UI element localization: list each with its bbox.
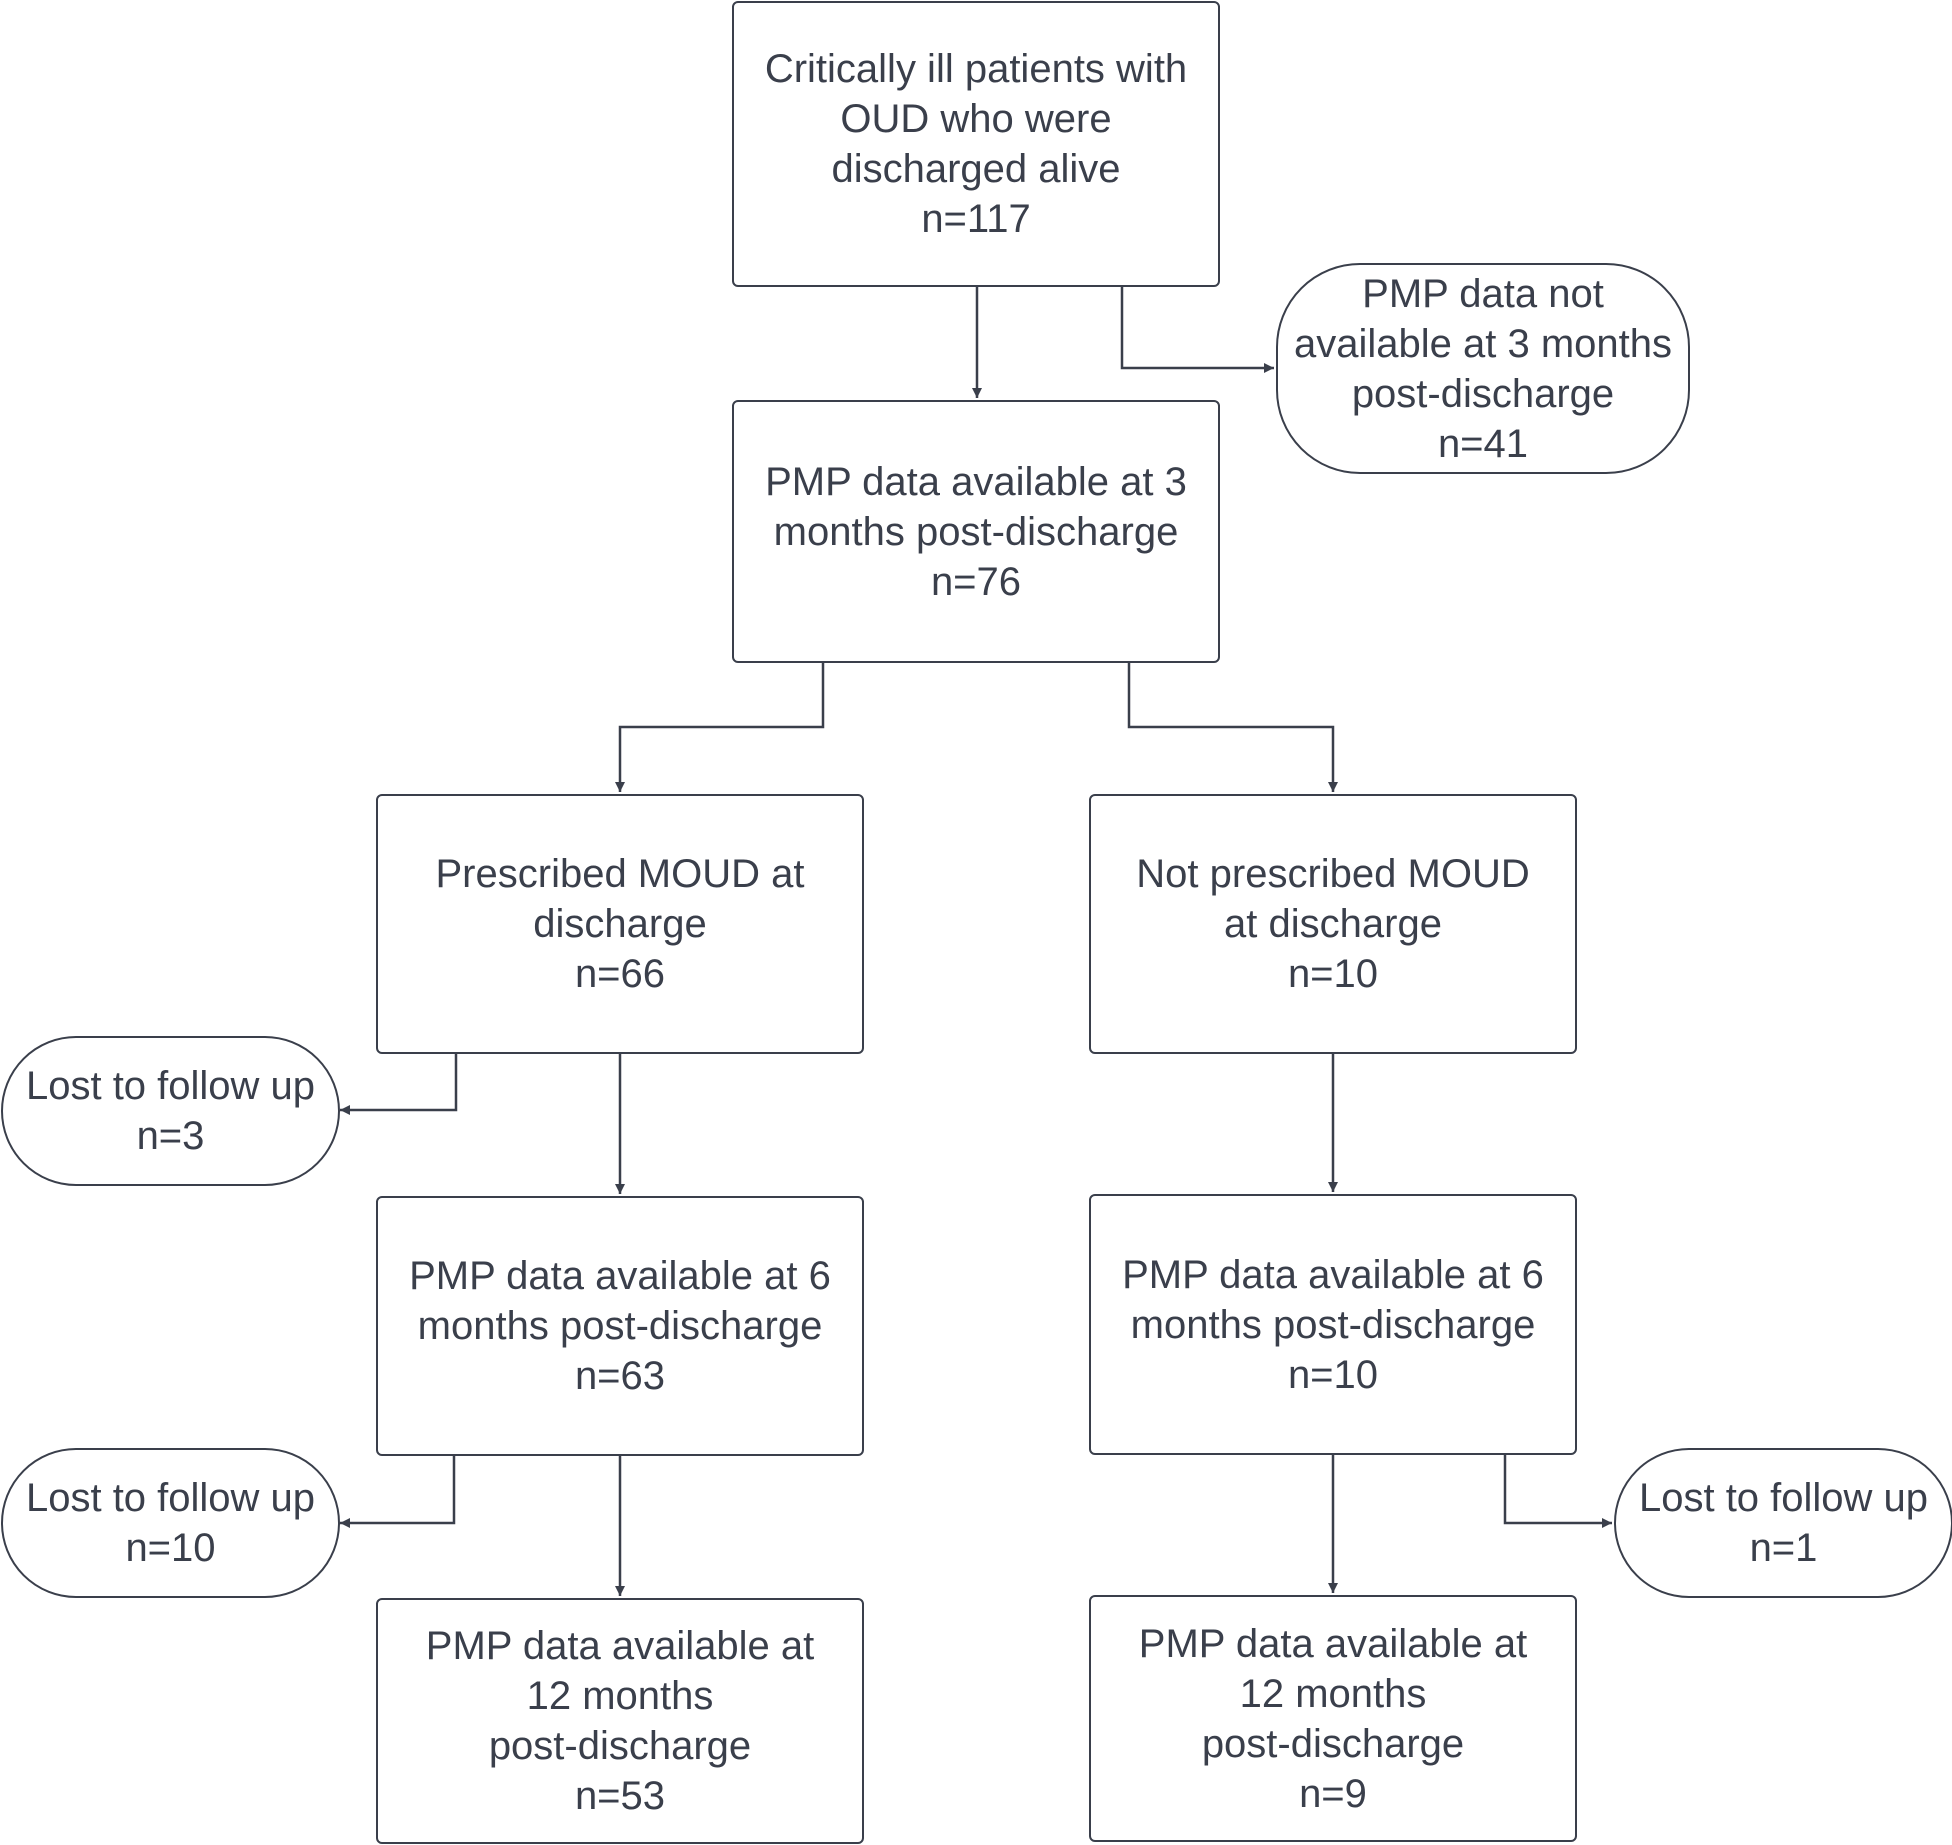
node-text-line: Not prescribed MOUD xyxy=(1136,852,1530,896)
node-text-line: Prescribed MOUD at xyxy=(435,852,805,896)
node-available-6-months-left: PMP data available at 6 months post-disc… xyxy=(376,1196,864,1456)
node-text-line: Lost to follow up xyxy=(25,1064,316,1108)
node-count: n=10 xyxy=(1287,1352,1379,1397)
node-count: n=63 xyxy=(574,1354,666,1398)
node-text-line: discharge xyxy=(533,902,707,946)
node-text-line: Lost to follow up xyxy=(25,1476,316,1520)
arrow-start-to-excl3 xyxy=(1120,287,1274,373)
node-text-line: discharged alive xyxy=(831,147,1121,191)
node-text-line: months post-discharge xyxy=(1130,1302,1536,1347)
node-count: n=117 xyxy=(921,197,1031,241)
node-text-line: post-discharge xyxy=(1351,371,1615,416)
node-text-line: 12 months xyxy=(1239,1671,1427,1716)
node-text-line: at discharge xyxy=(1224,902,1442,946)
node-text-line: available at 3 months xyxy=(1293,321,1672,366)
node-available-12-months-left: PMP data available at 12 months post-dis… xyxy=(376,1598,864,1844)
node-text-line: months post-discharge xyxy=(773,509,1179,554)
node-available-3-months: PMP data available at 3 months post-disc… xyxy=(732,400,1220,663)
node-count: n=9 xyxy=(1299,1771,1367,1816)
node-text-line: 12 months xyxy=(526,1674,714,1718)
node-prescribed-moud: Prescribed MOUD at discharge n=66 xyxy=(376,794,864,1054)
node-text-line: OUD who were xyxy=(840,97,1112,141)
arrow-avail6-right-to-lost-right xyxy=(1503,1455,1612,1528)
node-text-line: Critically ill patients with xyxy=(764,47,1188,91)
node-excluded-3-months: PMP data not available at 3 months post-… xyxy=(1276,263,1690,474)
node-text-line: post-discharge xyxy=(1201,1721,1465,1766)
node-text-line: PMP data available at xyxy=(1138,1621,1528,1666)
arrow-avail3-to-nomoud xyxy=(1127,663,1338,792)
node-lost-right: Lost to follow up n=1 xyxy=(1614,1448,1952,1598)
node-text-line: PMP data not xyxy=(1362,271,1604,316)
node-count: n=76 xyxy=(930,559,1022,604)
node-count: n=41 xyxy=(1437,421,1529,466)
node-count: n=53 xyxy=(574,1774,666,1818)
node-available-6-months-right: PMP data available at 6 months post-disc… xyxy=(1089,1194,1577,1455)
node-count: n=1 xyxy=(1749,1526,1818,1570)
node-text-line: post-discharge xyxy=(488,1724,752,1768)
node-available-12-months-right: PMP data available at 12 months post-dis… xyxy=(1089,1595,1577,1842)
node-count: n=10 xyxy=(125,1526,216,1570)
node-not-prescribed-moud: Not prescribed MOUD at discharge n=10 xyxy=(1089,794,1577,1054)
node-text-line: months post-discharge xyxy=(417,1304,823,1348)
node-text-line: PMP data available at 6 xyxy=(409,1254,831,1298)
node-text-line: Lost to follow up xyxy=(1638,1476,1929,1520)
node-text-line: PMP data available at 6 xyxy=(1122,1252,1544,1297)
node-lost-left-1: Lost to follow up n=3 xyxy=(1,1036,340,1186)
arrow-moud-to-lost-left-1 xyxy=(340,1054,458,1115)
node-text-line: PMP data available at 3 xyxy=(765,459,1187,504)
node-start: Critically ill patients with OUD who wer… xyxy=(732,1,1220,287)
arrow-avail3-to-moud xyxy=(615,663,825,792)
node-lost-left-2: Lost to follow up n=10 xyxy=(1,1448,340,1598)
arrow-avail6-left-to-lost-left-2 xyxy=(340,1456,456,1528)
node-text-line: PMP data available at xyxy=(425,1624,815,1668)
node-count: n=3 xyxy=(136,1114,205,1158)
node-count: n=10 xyxy=(1287,952,1379,996)
node-count: n=66 xyxy=(574,952,666,996)
